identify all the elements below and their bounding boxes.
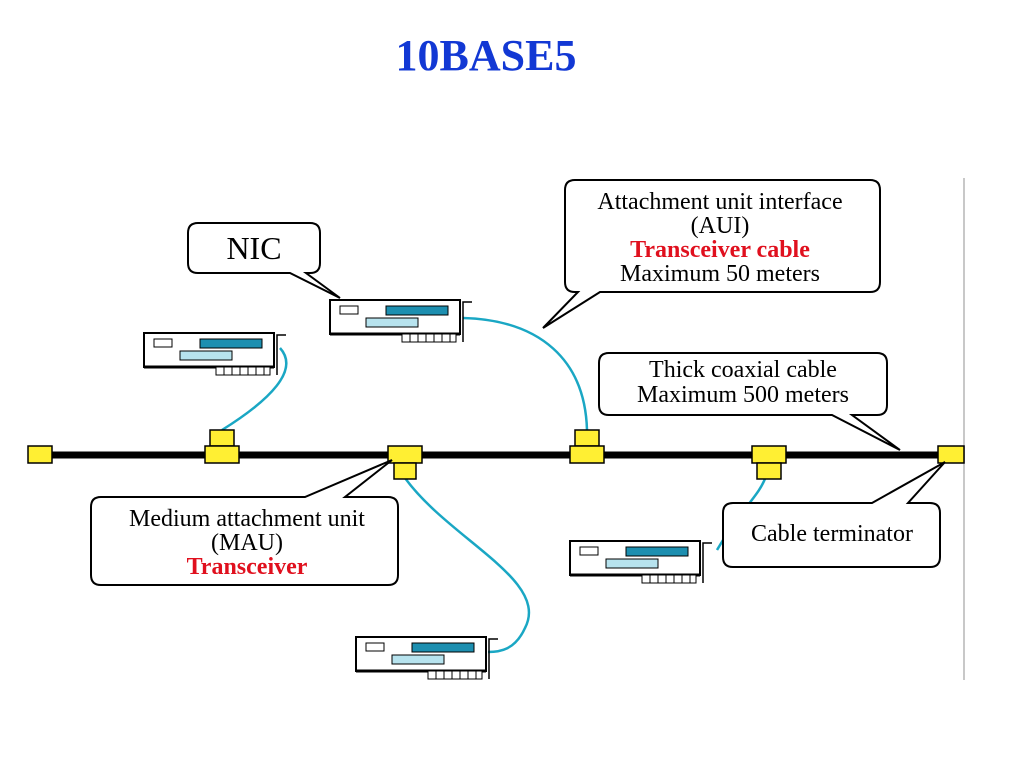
mau-connector-1 bbox=[204, 429, 240, 464]
callout-mau-highlight: Transceiver bbox=[187, 554, 308, 580]
transceiver-cable-1 bbox=[221, 347, 288, 432]
nic-card-3 bbox=[354, 635, 500, 681]
callout-aui-highlight: Transceiver cable bbox=[630, 237, 810, 263]
callout-coax-line-2: Maximum 500 meters bbox=[637, 382, 849, 408]
callout-mau: Medium attachment unit (MAU) Transceiver bbox=[90, 459, 399, 586]
callout-terminator-text: Cable terminator bbox=[751, 521, 913, 547]
callout-coax: Thick coaxial cable Maximum 500 meters bbox=[598, 352, 901, 451]
callout-aui-note: Maximum 50 meters bbox=[620, 261, 820, 287]
mau-connector-2 bbox=[387, 445, 423, 480]
callout-coax-line-1: Thick coaxial cable bbox=[649, 357, 837, 383]
mau-connector-3 bbox=[569, 429, 605, 464]
callout-mau-line-1: Medium attachment unit bbox=[129, 506, 365, 532]
nic-card-2 bbox=[328, 298, 474, 344]
callout-terminator: Cable terminator bbox=[722, 461, 946, 568]
nic-card-1 bbox=[142, 331, 288, 377]
transceiver-cable-2 bbox=[462, 316, 589, 431]
callout-aui-line-2: (AUI) bbox=[691, 213, 750, 239]
page-title: 10BASE5 bbox=[395, 31, 577, 80]
callout-nic-text: NIC bbox=[226, 230, 281, 266]
callout-mau-line-2: (MAU) bbox=[211, 530, 283, 556]
callout-aui-line-1: Attachment unit interface bbox=[597, 189, 842, 215]
transceiver-cable-3 bbox=[403, 477, 531, 654]
cable-terminator-left bbox=[27, 445, 53, 464]
mau-connector-4 bbox=[751, 445, 787, 480]
cable-terminator-right bbox=[937, 445, 965, 464]
callout-nic: NIC bbox=[187, 222, 341, 299]
callout-aui: Attachment unit interface (AUI) Transcei… bbox=[542, 179, 881, 329]
nic-card-4 bbox=[568, 539, 714, 585]
